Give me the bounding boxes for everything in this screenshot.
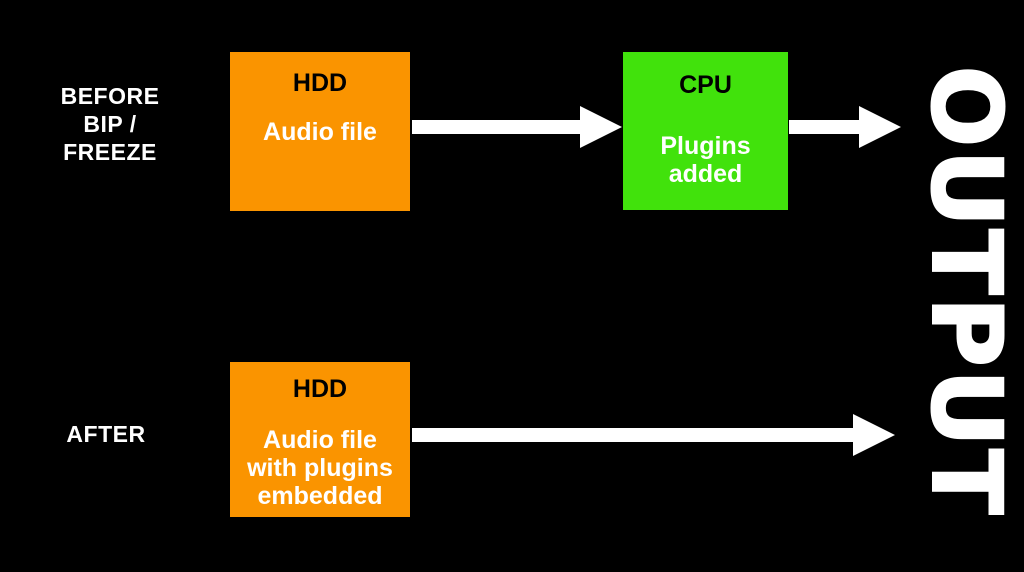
arrow-right-icon xyxy=(412,414,895,456)
after-row-label: AFTER xyxy=(66,421,146,447)
hdd-box-after-title: HDD xyxy=(292,375,348,403)
hdd-box-before-title: HDD xyxy=(292,69,348,97)
hdd-box-after-body: Audio file with plugins embedded xyxy=(247,426,393,510)
cpu-box-body: Plugins added xyxy=(660,132,751,188)
hdd-box-before-body: Audio file xyxy=(263,118,377,146)
before-row-label: BEFORE BIP / FREEZE xyxy=(60,83,160,165)
hdd-box-after: HDD Audio file with plugins embedded xyxy=(230,362,410,517)
arrow-right-icon xyxy=(412,106,622,148)
cpu-box-title: CPU xyxy=(679,71,732,99)
arrow-right-icon xyxy=(789,106,901,148)
output-label: OUTPUT xyxy=(909,65,1023,518)
cpu-box: CPU Plugins added xyxy=(623,52,788,210)
hdd-box-before: HDD Audio file xyxy=(230,52,410,211)
